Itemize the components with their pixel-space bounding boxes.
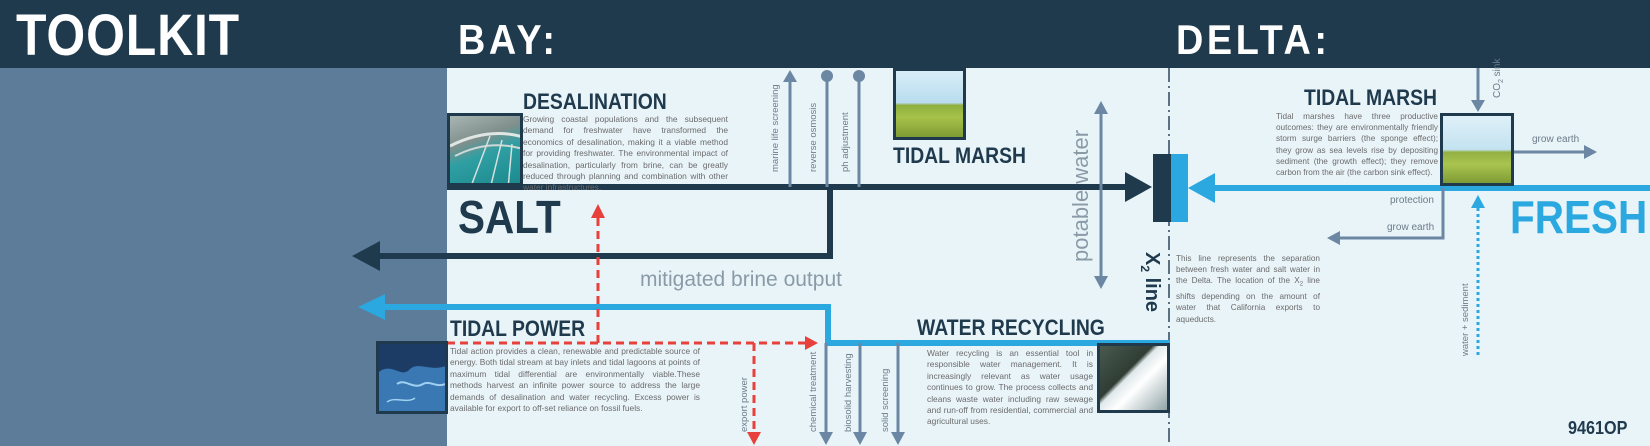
ph-adjustment-node — [853, 70, 865, 82]
fresh-flow-arrowhead — [1188, 173, 1215, 203]
water-sediment-label: water + sediment — [1460, 283, 1471, 356]
project-code: 9461OP — [1568, 418, 1628, 438]
grow-earth-top-arrowhead — [1584, 145, 1597, 159]
delta-title: DELTA: — [1176, 16, 1331, 63]
water-recycling-text: Water recycling is an essential tool in … — [927, 348, 1093, 427]
recycled-water-arrowhead — [358, 294, 385, 320]
water-recycling-title: WATER RECYCLING — [917, 315, 1105, 340]
marine-life-arrowhead — [783, 70, 797, 82]
salt-label: SALT — [458, 191, 561, 243]
bay-tidal-marsh-title: TIDAL MARSH — [893, 143, 1027, 168]
x2-description: This line represents the separation betw… — [1176, 254, 1320, 324]
x2-fresh-block — [1171, 154, 1188, 222]
reverse-osmosis-node — [821, 70, 833, 82]
potable-water-label: potable water — [1068, 129, 1093, 262]
ph-adjustment-label: ph adjustment — [840, 112, 851, 172]
toolkit-title: TOOLKIT — [16, 3, 241, 68]
desalination-text: Growing coastal populations and the subs… — [523, 114, 728, 193]
solid-screening-arrowhead — [891, 432, 905, 445]
tidal-power-map — [376, 341, 448, 414]
brine-return-arrowhead — [352, 241, 380, 271]
x2-salt-block — [1153, 154, 1171, 222]
biosolid-harvesting-label: biosolid harvesting — [843, 353, 854, 432]
protection-label: protection — [1390, 195, 1434, 206]
brine-output-label: mitigated brine output — [640, 268, 842, 291]
protection-grow-earth-arrow — [1340, 188, 1445, 240]
desalination-title: DESALINATION — [523, 89, 667, 114]
header-bar — [0, 0, 1650, 68]
export-power-label: export power — [739, 377, 750, 432]
protection-grow-earth-arrowhead — [1327, 231, 1340, 245]
chemical-treatment-arrowhead — [819, 432, 833, 445]
reverse-osmosis-label: reverse osmosis — [808, 102, 819, 172]
chemical-treatment-label: chemical treatment — [808, 351, 819, 432]
bay-title: BAY: — [458, 16, 559, 63]
grow-earth-top-label: grow earth — [1532, 134, 1580, 145]
recycled-water-line — [385, 304, 1170, 346]
potable-water-arrowhead-down — [1094, 276, 1108, 289]
export-power-arrowhead — [747, 432, 761, 445]
tidal-marsh-photo — [893, 68, 966, 140]
delta-tidal-marsh-text: Tidal marshes have three productive outc… — [1276, 112, 1438, 178]
co2-sink-arrowhead — [1471, 100, 1485, 112]
delta-marsh-photo — [1440, 113, 1514, 186]
grow-earth-mid-label: grow earth — [1387, 222, 1435, 233]
water-sediment-arrowhead — [1471, 195, 1485, 208]
power-line-arrowhead-up — [591, 204, 605, 218]
solid-screening-label: solid screening — [880, 368, 891, 432]
delta-tidal-marsh-title: TIDAL MARSH — [1304, 85, 1438, 110]
co2-sink-label: CO2 sink — [1492, 58, 1505, 98]
fresh-label: FRESH — [1510, 191, 1648, 243]
desalination-photo — [447, 113, 523, 186]
water-recycling-photo — [1097, 343, 1170, 413]
biosolid-harvesting-arrowhead — [853, 432, 867, 445]
tidal-power-title: TIDAL POWER — [450, 316, 586, 341]
brine-return-line — [380, 187, 833, 259]
potable-water-arrowhead-up — [1094, 101, 1108, 114]
power-line-arrowhead-right — [805, 336, 818, 350]
x2-line-label: X2 line — [1138, 252, 1163, 313]
marine-life-screening-label: marine life screening — [770, 84, 781, 172]
salt-flow-arrowhead — [1125, 172, 1152, 202]
tidal-power-text: Tidal action provides a clean, renewable… — [450, 346, 700, 414]
